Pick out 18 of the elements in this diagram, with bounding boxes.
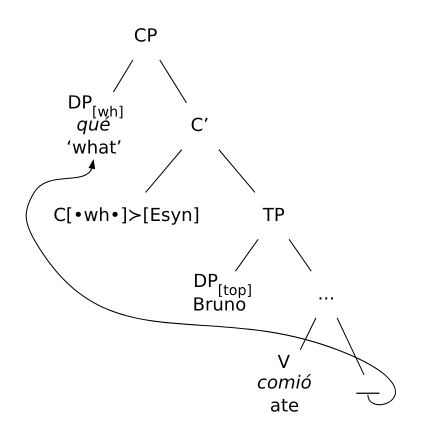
node-text: C[•wh•]≻[Esyn] <box>53 204 200 226</box>
node-text: C’ <box>190 115 209 136</box>
node-text: V comió ate <box>257 352 312 417</box>
node-bar <box>356 392 380 394</box>
node-text: TP <box>262 204 285 226</box>
connector <box>159 60 187 104</box>
node-text: DP$_{[wh]}$ qué ‘what’ <box>66 92 124 159</box>
connector <box>145 149 182 193</box>
connector <box>336 318 365 376</box>
connector <box>288 239 312 272</box>
connector <box>218 149 256 193</box>
node-text: CP <box>134 26 158 47</box>
connector <box>300 318 316 350</box>
node-text: DP$_{[top]}$ Bruno <box>192 271 252 316</box>
connector <box>112 60 134 92</box>
node-text: ... <box>318 283 335 304</box>
connector <box>235 239 259 272</box>
arrow <box>26 159 396 406</box>
